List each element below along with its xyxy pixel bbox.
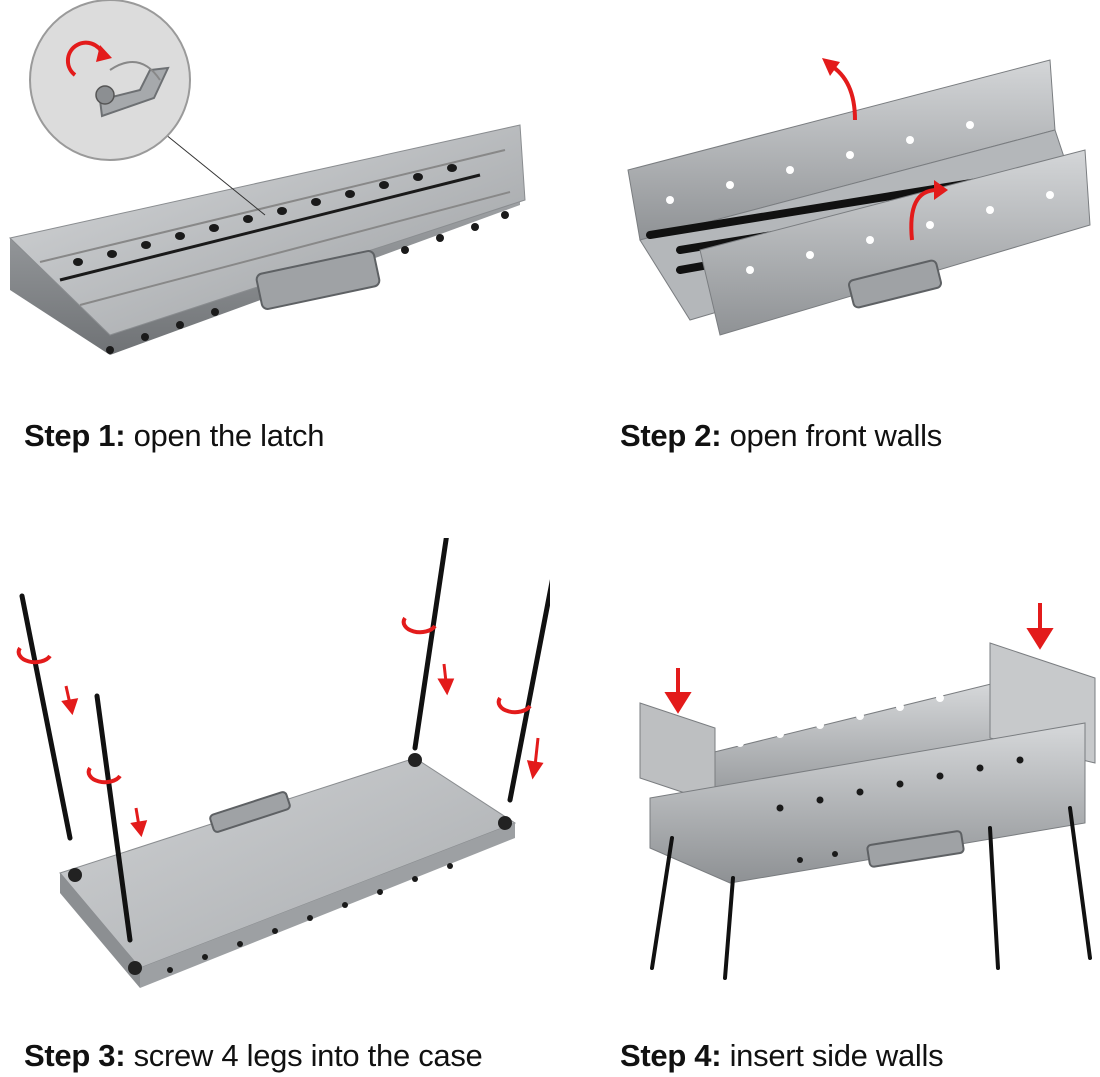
step-text: open front walls [729,418,943,453]
latch-part [98,66,170,118]
step-label: Step 3: [24,1038,126,1073]
case-handle [848,259,942,309]
rotate-arrow-icon [909,188,938,241]
skewer-slot-line [59,173,481,282]
legs [19,538,550,943]
open-case-illustration [627,58,1091,336]
step-text: insert side walls [729,1038,944,1073]
down-arrow-icon [61,663,544,838]
step-text: screw 4 legs into the case [133,1038,483,1073]
zoom-pointer-line [159,129,266,216]
side-vent-holes [167,863,453,973]
step-3-panel: Step 3: screw 4 legs into the case [0,538,550,1076]
step-3-caption: Step 3: screw 4 legs into the case [24,1038,483,1074]
step-label: Step 1: [24,418,126,453]
case-handle [255,250,381,310]
down-arrow-icon [664,603,1054,714]
case-handle [866,830,965,868]
step-label: Step 2: [620,418,722,453]
legs [650,806,1092,980]
side-wall-left [639,702,716,804]
side-vent-holes [776,756,1024,863]
skewer-holes [73,164,457,266]
step-1-caption: Step 1: open the latch [24,418,324,454]
latch-zoom-icon [29,0,191,161]
step-4-caption: Step 4: insert side walls [620,1038,944,1074]
leg-sockets [68,753,512,975]
step-2-panel: Step 2: open front walls [550,0,1100,538]
wall-holes [736,694,944,747]
step-2-caption: Step 2: open front walls [620,418,942,454]
side-vent-holes [106,211,509,354]
closed-case-illustration [8,0,526,355]
step-4-panel: Step 4: insert side walls [550,538,1100,1076]
wall-holes [666,121,1054,274]
front-wall [699,149,1091,336]
rotate-arrow-icon [16,616,532,785]
assembled-grill-illustration [639,603,1096,980]
step-1-panel: Step 1: open the latch [0,0,550,538]
step-text: open the latch [133,418,325,453]
legs-assembly-illustration [16,538,550,988]
rotate-arrow-icon [65,40,105,77]
case-lid [8,124,526,336]
case-handle [209,791,291,833]
step-label: Step 4: [620,1038,722,1073]
